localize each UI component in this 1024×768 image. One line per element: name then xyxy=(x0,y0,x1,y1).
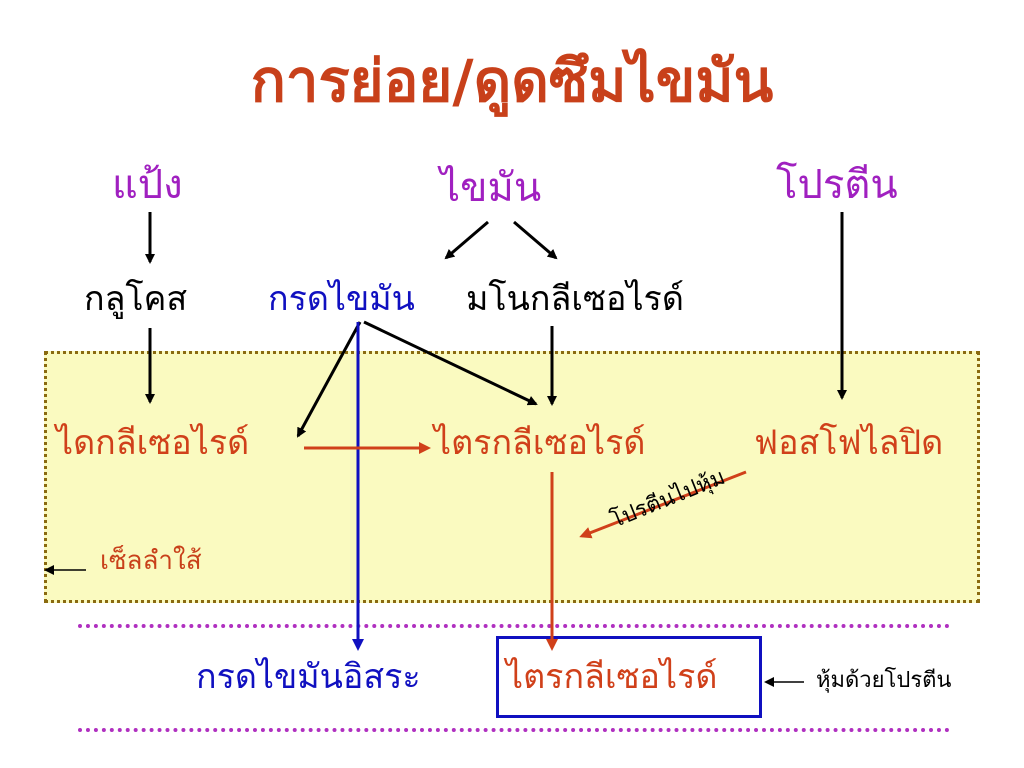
label-protein: โปรตีน xyxy=(776,162,898,208)
arrow-phospholipid-coat xyxy=(579,470,747,539)
arrow-fattyacid-diglyceride xyxy=(296,321,362,438)
label-free-fatty-acid: กรดไขมันอิสระ xyxy=(196,657,421,697)
arrow-fattyacid-triglyceride xyxy=(363,320,538,406)
label-diglyceride: ไดกลีเซอไรด์ xyxy=(56,423,250,463)
label-triglyceride: ไตรกลีเซอไรด์ xyxy=(434,423,646,463)
label-monoglyceride: มโนกลีเซอไรด์ xyxy=(466,279,684,319)
label-coat-note: หุ้มด้วยโปรตีน xyxy=(816,668,952,693)
label-intestinal-cell: เซ็ลลำใส้ xyxy=(100,546,202,576)
arrow-fat-monoglyceride xyxy=(513,220,558,260)
label-fat: ไขมัน xyxy=(440,165,542,211)
label-phospholipid: ฟอสโฟไลปิด xyxy=(754,423,944,463)
label-glucose: กลูโคส xyxy=(84,279,188,319)
label-fatty-acid: กรดไขมัน xyxy=(268,279,415,319)
separator-bottom xyxy=(78,728,950,732)
page-title: การย่อย/ดูดซึมไขมัน xyxy=(250,47,774,115)
arrow-fat-fattyacid xyxy=(444,220,489,260)
separator-top xyxy=(78,624,950,628)
output-triglyceride-box xyxy=(496,636,762,718)
label-starch: แป้ง xyxy=(112,162,183,208)
label-output-triglyceride: ไตรกลีเซอไรด์ xyxy=(506,657,718,697)
